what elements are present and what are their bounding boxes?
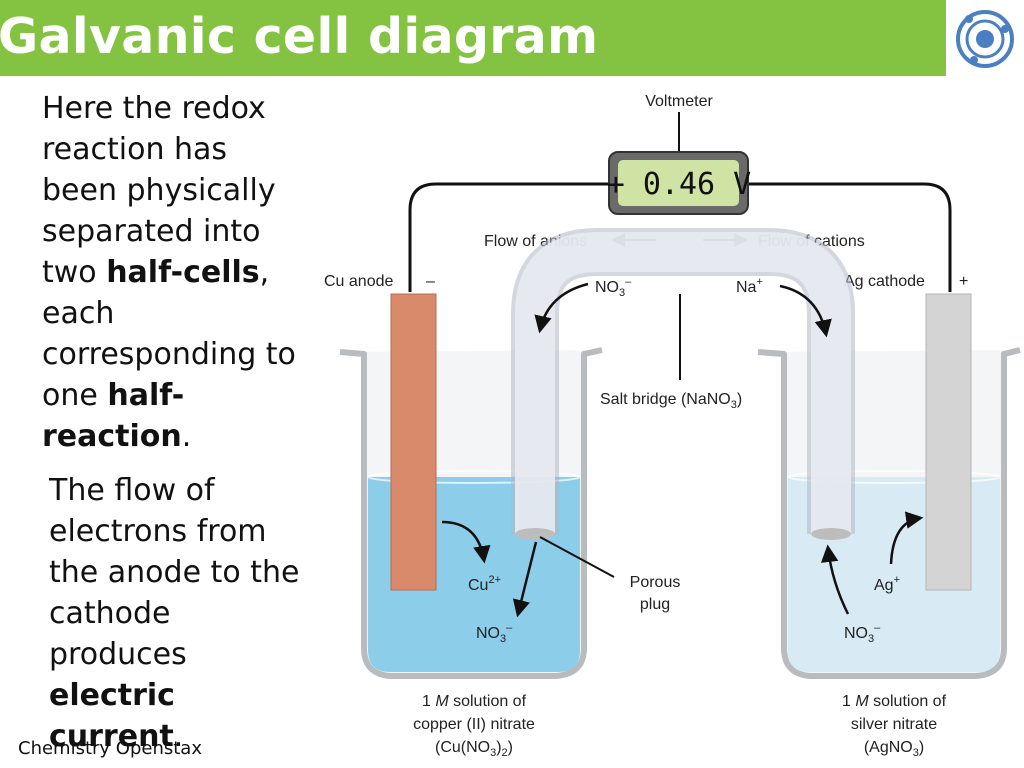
bridge-anion-arrow xyxy=(534,282,589,334)
left-solution-line-2: copper (II) nitrate xyxy=(413,716,535,733)
p1-text-1: Here the redox reaction has been physica… xyxy=(42,91,276,290)
galvanic-cell-diagram: + 0.46 V Voltmeter Flow of anions Flow o… xyxy=(324,93,1021,759)
p1-half-cells-term: half-cells xyxy=(106,255,260,290)
p1-text-2: , each corresponding to one xyxy=(42,255,296,413)
cu-ion-arrow xyxy=(441,520,491,564)
half-cells-description: Here the redox reaction has been physica… xyxy=(42,88,302,457)
porous-plug-label-2: plug xyxy=(640,596,670,613)
right-solution-line-2: silver nitrate xyxy=(851,716,937,733)
left-nitrate-label: NO3– xyxy=(476,622,513,645)
anode-wire xyxy=(408,182,610,292)
left-solution-line-3: (Cu(NO3)2) xyxy=(435,739,513,759)
silver-electrode xyxy=(925,293,972,591)
left-porous-plug xyxy=(515,528,555,540)
p2-electric-current-term: electric current xyxy=(49,678,175,754)
anode-sign: – xyxy=(426,273,435,290)
right-solution-line-3: (AgNO3) xyxy=(864,739,924,759)
atom-logo-icon xyxy=(956,10,1014,68)
right-porous-plug xyxy=(811,528,851,540)
bridge-cation-arrow xyxy=(779,284,832,338)
slide-title: Galvanic cell diagram xyxy=(0,8,599,65)
p2-text-1: The flow of electrons from the anode to … xyxy=(49,473,300,672)
right-nitrate-arrow xyxy=(820,544,850,615)
title-bar: Galvanic cell diagram xyxy=(0,0,946,76)
right-beaker xyxy=(757,347,1021,679)
porous-plug-label-1: Porous xyxy=(630,574,681,591)
porous-plug-pointer xyxy=(539,536,615,578)
ag-cathode-label: Ag cathode xyxy=(844,273,925,290)
cu-ion-label: Cu2+ xyxy=(468,574,501,594)
voltmeter-reading: + 0.46 V xyxy=(607,167,752,202)
voltmeter-display xyxy=(618,160,739,206)
p1-text-3: . xyxy=(181,419,192,454)
right-nitrate-label: NO3– xyxy=(844,622,881,645)
right-solution-line-1: 1 M solution of xyxy=(842,693,947,710)
p1-half-reaction-term: half-reaction xyxy=(42,378,185,454)
p2-text-2: . xyxy=(173,719,184,754)
ag-ion-label: Ag+ xyxy=(874,574,900,594)
left-solution-line-1: 1 M solution of xyxy=(422,693,527,710)
voltmeter-label: Voltmeter xyxy=(645,93,713,110)
electron-flow-description: The flow of electrons from the anode to … xyxy=(49,470,309,757)
bridge-anion-label: NO3– xyxy=(595,276,632,299)
copper-electrode xyxy=(390,293,437,591)
cu-anode-label: Cu anode xyxy=(324,273,393,290)
bridge-cation-label: Na+ xyxy=(736,276,763,296)
cathode-wire xyxy=(748,182,952,292)
salt-bridge-label: Salt bridge (NaNO3) xyxy=(600,391,742,411)
left-nitrate-arrow xyxy=(512,541,538,618)
source-credit: Chemistry Openstax xyxy=(18,738,202,759)
cathode-sign: + xyxy=(959,273,968,290)
ag-ion-arrow xyxy=(889,511,924,565)
left-beaker xyxy=(339,347,603,679)
